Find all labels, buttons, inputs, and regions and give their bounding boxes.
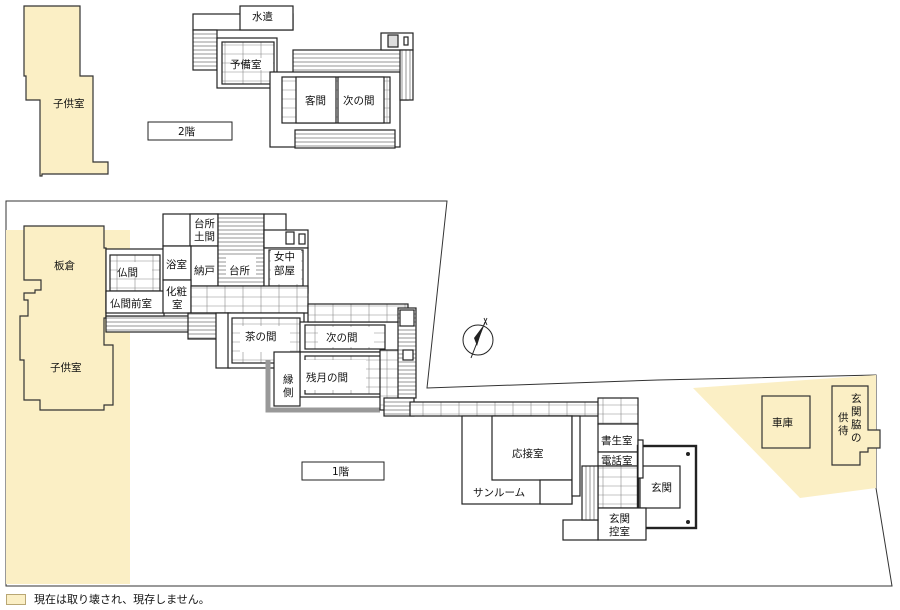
room-shosei: 書生室 xyxy=(601,434,633,447)
floor-plan: 子供室 水遣 予備室 客間 次の間 2階 xyxy=(5,5,893,587)
legend-swatch xyxy=(6,593,26,605)
room-tomomachi-5: 供 xyxy=(838,411,849,424)
room-zangetsu: 残月の間 xyxy=(306,371,348,384)
room-tomomachi-6: 待 xyxy=(838,424,849,437)
room-kyakuma: 客間 xyxy=(305,94,326,107)
legend-text: 現在は取り壊され、現存しません。 xyxy=(34,593,210,606)
kodomo-2f-outline xyxy=(23,5,109,177)
room-daidokoro-doma-2: 土間 xyxy=(194,230,215,243)
tomomachi-outline xyxy=(831,385,881,466)
room-engawa-2: 側 xyxy=(283,386,294,399)
room-itakura: 板倉 xyxy=(54,259,75,272)
room-shako: 車庫 xyxy=(772,416,793,429)
genkan-post-1 xyxy=(686,452,690,456)
room-genkan: 玄関 xyxy=(651,481,672,494)
room-kesho-1: 化粧 xyxy=(166,285,187,298)
north-arrow-icon xyxy=(462,317,494,359)
floor-label-2f: 2階 xyxy=(178,126,196,138)
room-tomomachi-2: 関 xyxy=(851,406,862,418)
room-kodomo-2f: 子供室 xyxy=(53,97,85,110)
room-genkan-hikae-2: 控室 xyxy=(609,525,630,538)
room-mizuya: 水遣 xyxy=(252,10,273,23)
room-nando: 納戸 xyxy=(194,264,215,277)
room-osetsu: 応接室 xyxy=(512,447,544,460)
room-engawa-1: 縁 xyxy=(283,373,294,386)
floor-tag-2f xyxy=(147,121,233,141)
shako-outline xyxy=(761,395,811,449)
room-sunroom: サンルーム xyxy=(473,487,525,499)
room-tsugi-1f: 次の間 xyxy=(326,331,358,344)
room-genkan-hikae-1: 玄関 xyxy=(609,512,630,525)
room-jochu-1: 女中 xyxy=(274,250,295,263)
floor-tag-1f xyxy=(301,461,385,481)
room-jochu-2: 部屋 xyxy=(274,264,295,277)
room-denwa: 電話室 xyxy=(601,454,633,467)
room-butsuma-mae: 仏間前室 xyxy=(110,297,152,310)
second-floor xyxy=(23,5,414,177)
room-daidokoro: 台所 xyxy=(229,264,250,277)
room-kodomo-1f: 子供室 xyxy=(50,361,82,374)
legend: 現在は取り壊され、現存しません。 xyxy=(6,591,210,607)
room-yobi: 予備室 xyxy=(230,58,262,71)
room-tomomachi-1: 玄 xyxy=(851,392,862,405)
room-tomomachi-3: 脇 xyxy=(851,419,862,431)
kodomo-1f-outline xyxy=(19,225,114,411)
room-butsuma: 仏間 xyxy=(117,267,138,279)
genkan-post-2 xyxy=(686,520,690,524)
room-kesho-2: 室 xyxy=(172,298,183,311)
room-yokushitsu: 浴室 xyxy=(166,258,187,271)
room-tsugi-2f: 次の間 xyxy=(343,94,375,107)
room-daidokoro-doma-1: 台所 xyxy=(194,217,215,230)
floor-label-1f: 1階 xyxy=(332,466,350,478)
room-tomomachi-4: の xyxy=(851,432,862,444)
room-chanoma: 茶の間 xyxy=(245,330,277,343)
first-floor xyxy=(105,213,698,541)
